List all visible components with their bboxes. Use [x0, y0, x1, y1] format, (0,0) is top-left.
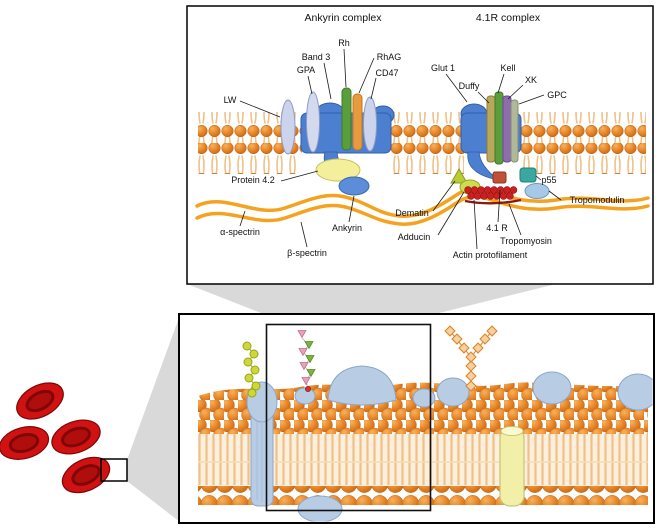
small-protein-blob: [294, 387, 316, 405]
label-p55: p55: [541, 175, 556, 185]
xk-protein: [502, 95, 512, 163]
label-kell: Kell: [500, 63, 515, 73]
protein42: [315, 158, 361, 182]
top-panel-labels: Band 3 GPA Rh RhAG CD47 LW Glut 1 Duffy …: [220, 38, 624, 260]
alpha-spectrin-filament: [195, 186, 650, 218]
tropomodulin-protein: [524, 183, 550, 199]
wide-protein-dome: [327, 365, 397, 406]
glycan-chain-beads: [242, 341, 261, 398]
zoom-fan-top: [187, 284, 556, 315]
gpa-protein: [306, 91, 320, 153]
gpc-protein: [510, 99, 519, 163]
rh-protein: [341, 87, 352, 151]
label-protein42: Protein 4.2: [231, 175, 275, 185]
kell-protein: [494, 91, 504, 165]
leader-alpha-spectrin: [239, 210, 246, 227]
beta-spectrin-filament: [195, 194, 650, 226]
leader-dematin: [432, 180, 456, 212]
label-cd47: CD47: [375, 68, 398, 78]
rbc-1: [9, 374, 71, 428]
yellow-cylinder-protein: [499, 426, 525, 507]
label-actin: Actin protofilament: [453, 250, 528, 260]
title-41r-complex: 4.1R complex: [476, 12, 541, 24]
label-41r: 4.1 R: [486, 223, 508, 233]
label-lw: LW: [224, 95, 237, 105]
mid-protein-dome: [412, 388, 436, 408]
leader-ankyrin: [348, 195, 355, 223]
leader-actin: [473, 199, 478, 250]
glycan-chain-triangles: [297, 330, 316, 392]
glycan-chain-diamonds: [444, 325, 498, 392]
label-glut1: Glut 1: [431, 63, 455, 73]
label-duffy: Duffy: [459, 81, 480, 91]
label-adducin: Adducin: [398, 232, 431, 242]
protein-41r: [492, 171, 507, 184]
leader-protein42: [280, 170, 319, 182]
label-beta-spectrin: β-spectrin: [287, 248, 327, 258]
label-gpc: GPC: [547, 90, 567, 100]
rbc-2: [0, 420, 54, 466]
mid-protein-blob: [436, 377, 470, 407]
leader-lw: [239, 100, 281, 118]
label-rhag: RhAG: [377, 52, 402, 62]
left-protein-blob: [246, 381, 278, 423]
label-band3: Band 3: [302, 52, 331, 62]
bottom-protein-blob: [297, 495, 343, 522]
leader-band3: [323, 62, 332, 100]
rbc-3: [45, 412, 107, 462]
leader-adducin: [437, 191, 465, 236]
leader-duffy: [477, 91, 490, 104]
leader-41r: [497, 189, 501, 223]
leader-p55: [535, 175, 542, 181]
leader-beta-spectrin: [300, 221, 308, 248]
leader-rh: [343, 48, 347, 88]
label-rh: Rh: [338, 38, 350, 48]
p55-protein: [519, 167, 537, 183]
bilayer-middle-segment: [390, 112, 464, 174]
leader-gpa: [307, 75, 313, 95]
leader-tropomodulin: [548, 190, 562, 201]
zoom-fan-left: [127, 315, 180, 522]
leader-rhag: [358, 57, 375, 94]
bilayer-right-segment: [518, 112, 646, 174]
ankyrin-protein: [338, 176, 370, 196]
title-ankyrin-complex: Ankyrin complex: [304, 12, 382, 24]
rbc-4: [55, 448, 117, 502]
label-alpha-spectrin: α-spectrin: [220, 227, 260, 237]
cd47-protein: [363, 96, 377, 152]
duffy-protein: [486, 95, 496, 163]
label-tropomodulin: Tropomodulin: [570, 195, 625, 205]
label-gpa: GPA: [297, 65, 315, 75]
dematin-protein: [450, 167, 468, 184]
rhag-protein: [352, 93, 363, 151]
leader-gpc: [518, 94, 545, 105]
top-panel-content: [195, 87, 650, 226]
inner-focus-rect: [265, 323, 432, 512]
leader-cd47: [370, 77, 377, 100]
actin-protofilament-beads: [464, 186, 518, 200]
zoom-rect-small: [100, 458, 128, 482]
leader-glut1: [445, 73, 468, 103]
label-tropomyosin: Tropomyosin: [500, 236, 552, 246]
bottom-panel-content: [198, 323, 653, 522]
leader-tropomyosin: [508, 203, 522, 236]
label-xk: XK: [525, 75, 537, 85]
right-protein-blob: [532, 371, 572, 405]
label-ankyrin: Ankyrin: [332, 223, 362, 233]
lw-protein: [280, 99, 296, 155]
leader-xk: [507, 84, 524, 100]
far-right-protein-blob: [617, 373, 653, 411]
leader-kell: [497, 73, 505, 94]
tropomyosin-filament: [464, 198, 522, 205]
label-dematin: Dematin: [395, 208, 429, 218]
red-blood-cells: [0, 374, 128, 502]
